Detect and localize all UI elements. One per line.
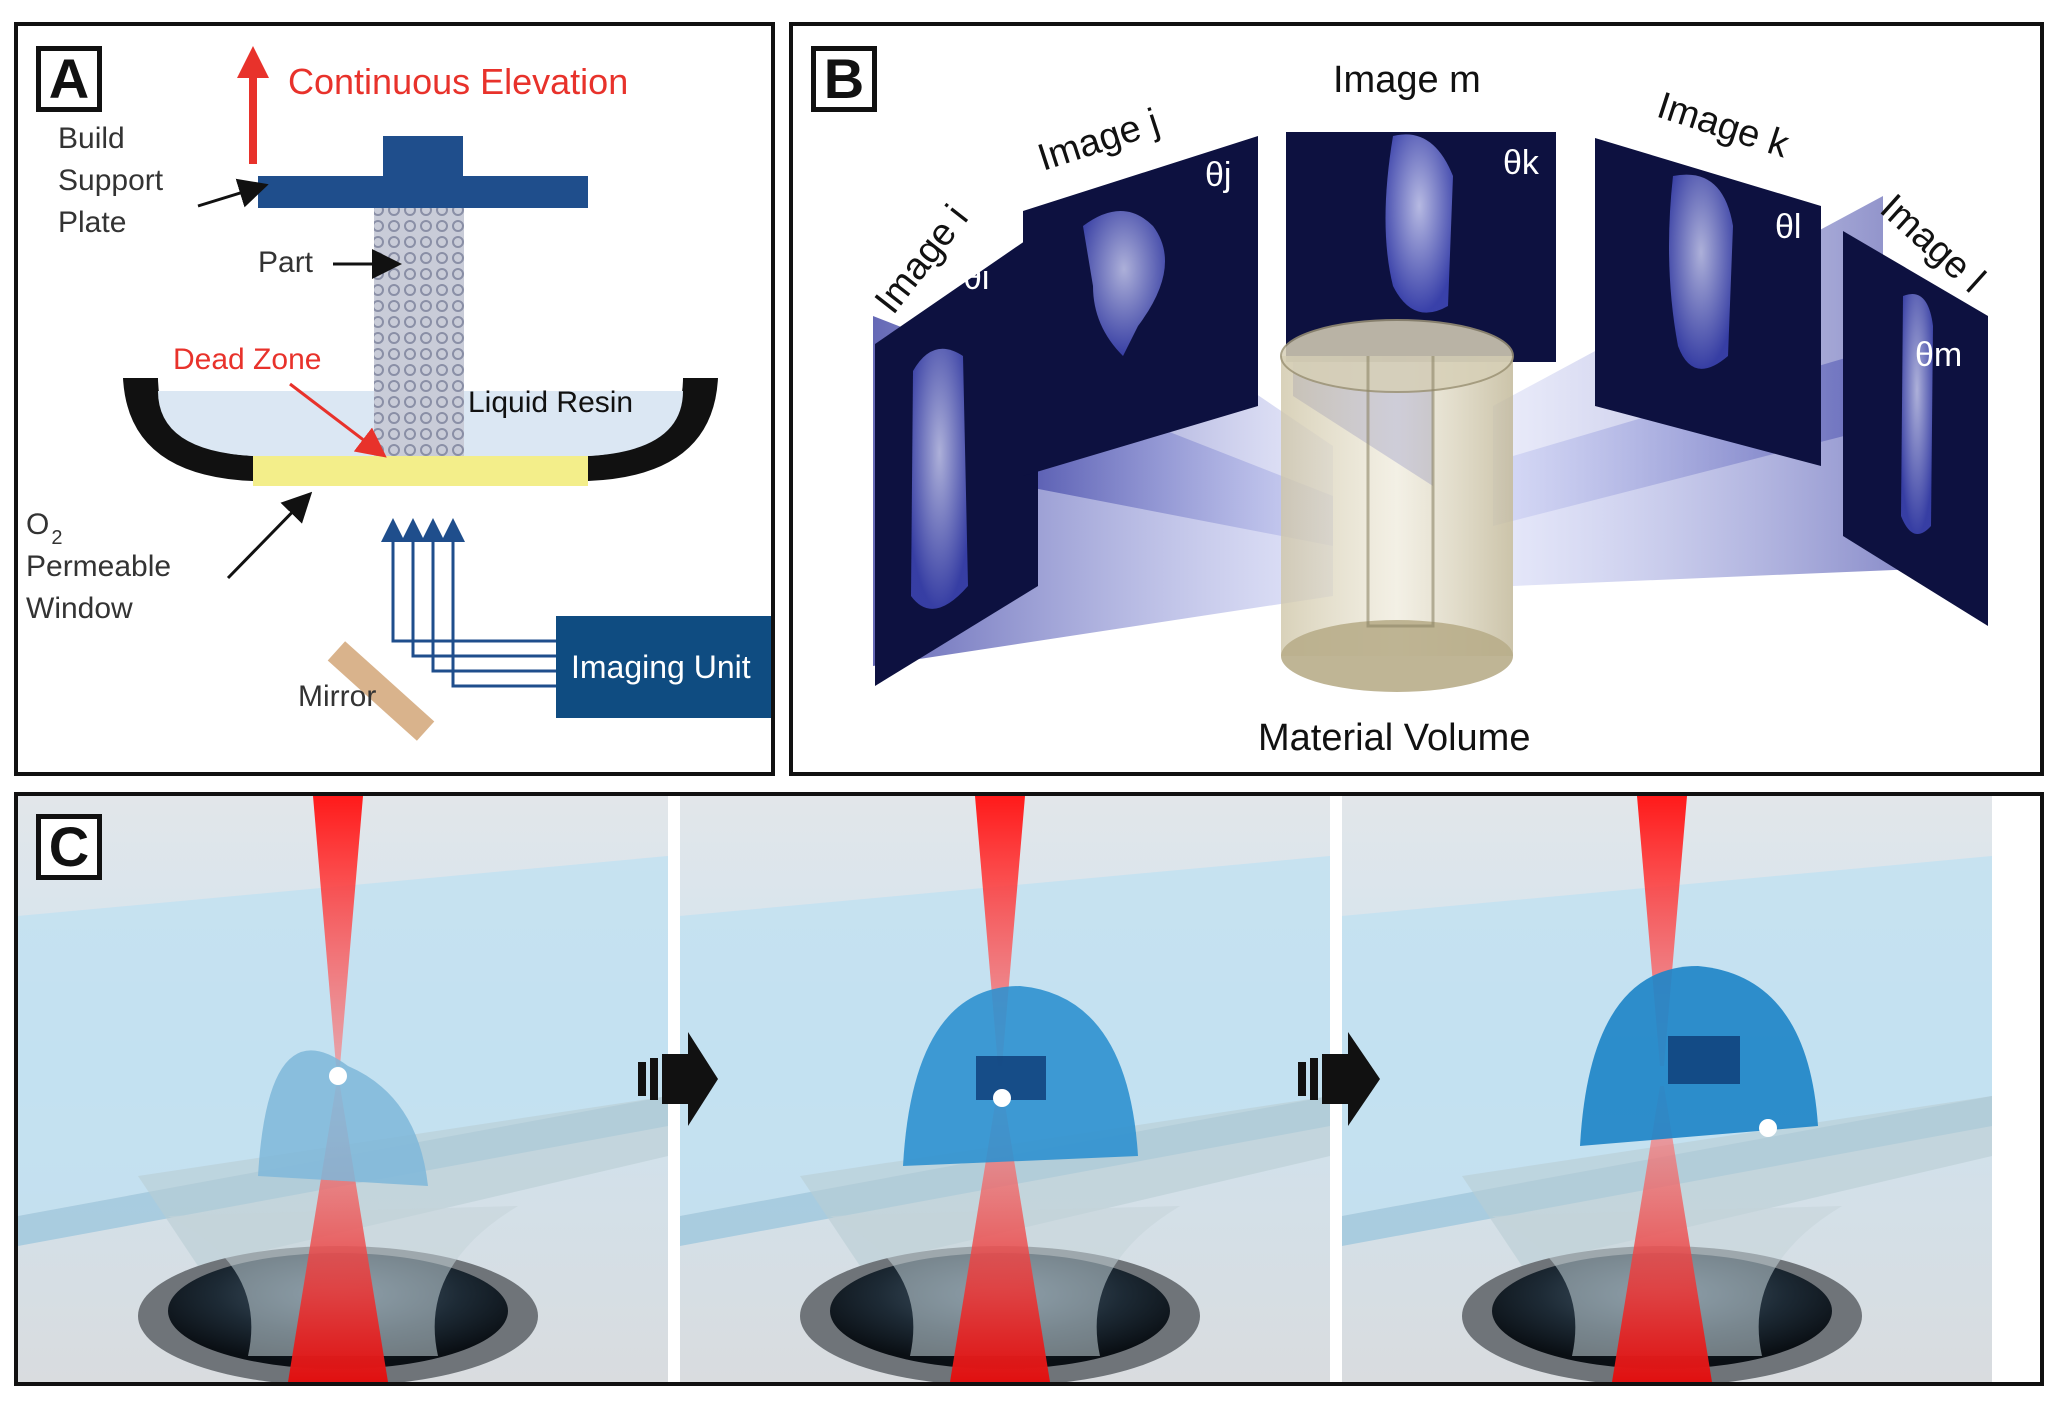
continuous-elevation-label: Continuous Elevation bbox=[288, 61, 628, 102]
build-support-plate bbox=[258, 176, 588, 208]
material-volume-label: Material Volume bbox=[1258, 717, 1530, 759]
window-pointer-arrow bbox=[226, 491, 313, 580]
panel-a-tag: A bbox=[36, 46, 102, 112]
light-beams bbox=[381, 518, 556, 688]
liquid-resin-label: Liquid Resin bbox=[468, 386, 633, 419]
theta-l-label: θl bbox=[1775, 208, 1801, 246]
tank-left-wall bbox=[123, 378, 253, 481]
image-panel-i bbox=[875, 232, 1038, 686]
process-arrow-2 bbox=[1298, 1032, 1380, 1126]
plate-top-block bbox=[383, 136, 463, 176]
process-frame-3 bbox=[1342, 796, 1992, 1382]
image-panel-l bbox=[1843, 231, 1988, 626]
part-label: Part bbox=[258, 246, 314, 279]
plate-pointer-arrow bbox=[197, 178, 269, 208]
process-frame-2 bbox=[680, 796, 1330, 1382]
panel-b: Image i Image j Image m Image k Image l … bbox=[789, 22, 2044, 776]
dead-zone-label: Dead Zone bbox=[173, 343, 321, 376]
focal-point bbox=[993, 1089, 1011, 1107]
panel-a: Continuous Elevation Build Support Plate… bbox=[14, 22, 775, 776]
image-k-label: Image k bbox=[1652, 85, 1794, 167]
process-arrow-1 bbox=[638, 1032, 718, 1126]
image-panel-k bbox=[1595, 138, 1821, 466]
material-volume-cylinder bbox=[1280, 319, 1514, 692]
image-j-label: Image j bbox=[1033, 101, 1165, 179]
elevation-arrow bbox=[237, 46, 269, 164]
focal-point bbox=[329, 1067, 347, 1085]
theta-k-label: θk bbox=[1503, 144, 1540, 182]
panel-a-diagram: Continuous Elevation Build Support Plate… bbox=[26, 46, 771, 741]
dead-zone-pointer-arrow bbox=[289, 382, 387, 458]
panel-b-tag: B bbox=[811, 46, 877, 112]
mirror-label: Mirror bbox=[298, 680, 376, 713]
imaging-unit-label: Imaging Unit bbox=[571, 649, 751, 685]
focal-point bbox=[1759, 1119, 1777, 1137]
image-m-label: Image m bbox=[1333, 59, 1481, 101]
panel-c: C bbox=[14, 792, 2044, 1386]
o2-permeable-window bbox=[253, 456, 588, 486]
tank-right-wall bbox=[588, 378, 718, 481]
part bbox=[374, 208, 464, 456]
mirror bbox=[327, 641, 435, 741]
image-panel-j bbox=[1023, 136, 1258, 476]
imaging-unit bbox=[556, 616, 771, 718]
theta-j-label: θj bbox=[1205, 156, 1231, 194]
build-support-plate-label: Build Support Plate bbox=[58, 122, 171, 239]
theta-i-label: θi bbox=[963, 259, 989, 297]
panel-c-diagram bbox=[18, 796, 1992, 1382]
structure-stage-1 bbox=[258, 1050, 428, 1186]
theta-m-label: θm bbox=[1915, 336, 1962, 374]
panel-c-tag: C bbox=[36, 814, 102, 880]
process-frame-1 bbox=[18, 796, 668, 1382]
panel-b-diagram: Image i Image j Image m Image k Image l … bbox=[867, 59, 1993, 759]
